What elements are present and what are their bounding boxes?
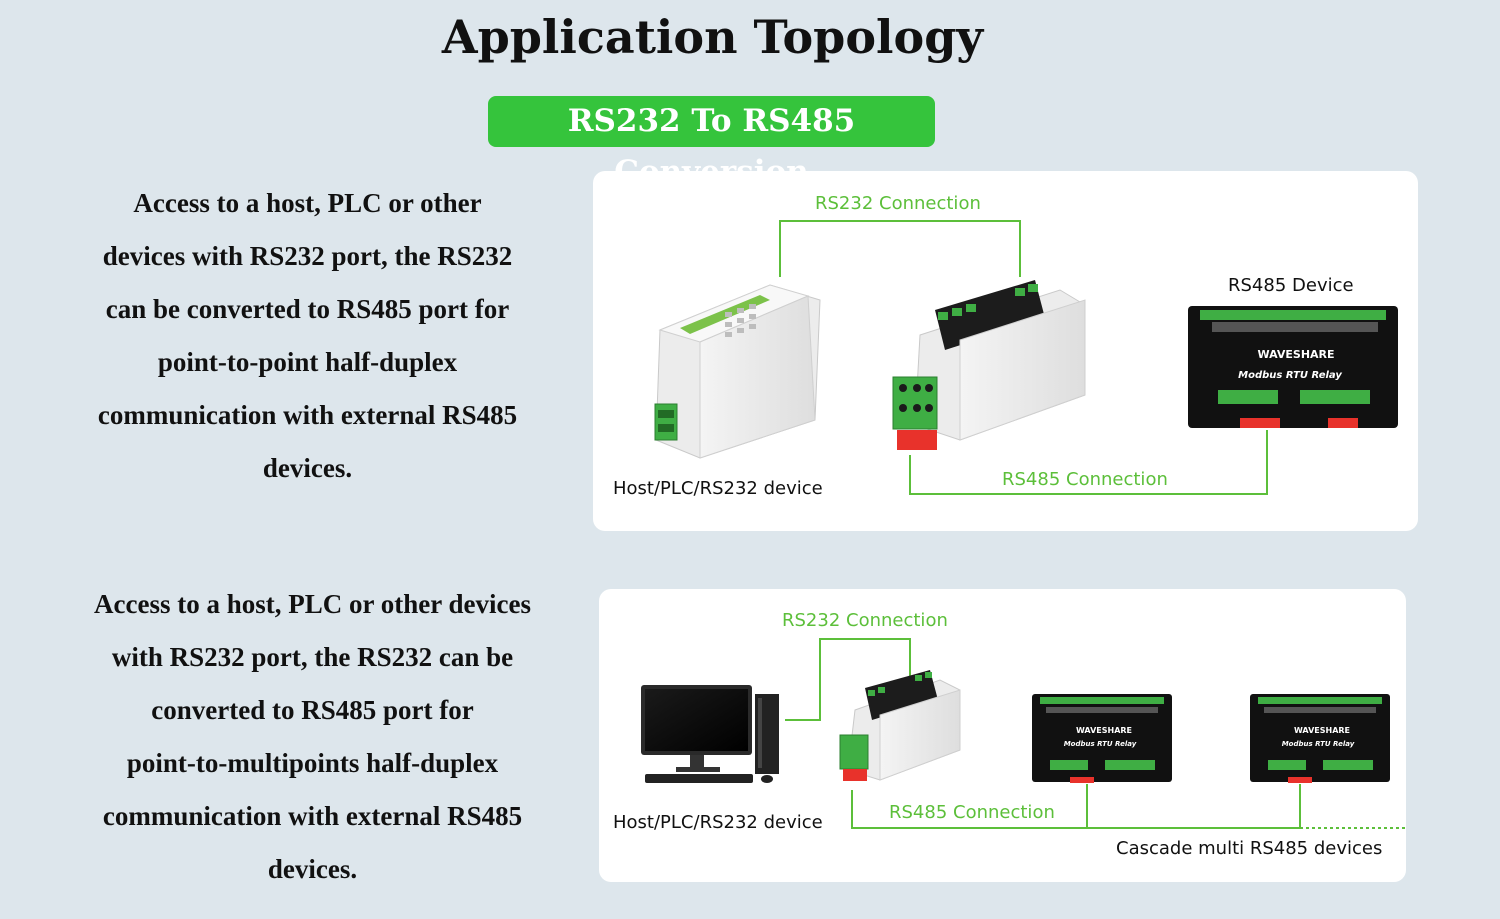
rs485-connection-label: RS485 Connection bbox=[889, 802, 1055, 823]
desc-line: point-to-multipoints half-duplex bbox=[126, 748, 499, 778]
desc-line: converted to RS485 port for bbox=[151, 695, 474, 725]
modbus-rtu-relay-device-1: WAVESHARE Modbus RTU Relay bbox=[1032, 694, 1172, 783]
rs485-device-label: RS485 Device bbox=[1228, 275, 1354, 296]
rs232-to-rs485-converter-multipoint bbox=[839, 670, 961, 781]
host-rs232-module bbox=[654, 284, 821, 459]
section1-description: Access to a host, PLC or other devices w… bbox=[20, 177, 595, 495]
desc-line: point-to-point half-duplex bbox=[157, 347, 458, 377]
rs232-to-rs485-converter bbox=[892, 280, 1086, 450]
desc-line: devices. bbox=[267, 854, 358, 884]
desc-line: communication with external RS485 bbox=[102, 801, 523, 831]
rs485-wire bbox=[909, 430, 1268, 495]
desktop-computer bbox=[641, 685, 779, 783]
relay-model-text: Modbus RTU Relay bbox=[1238, 370, 1342, 381]
desc-line: devices with RS232 port, the RS232 bbox=[102, 241, 513, 271]
relay-model-text: Modbus RTU Relay bbox=[1282, 740, 1355, 748]
relay-brand-text: WAVESHARE bbox=[1076, 726, 1132, 735]
relay-model-text: Modbus RTU Relay bbox=[1064, 740, 1137, 748]
relay-brand-text: WAVESHARE bbox=[1257, 348, 1334, 361]
section2-description: Access to a host, PLC or other devices w… bbox=[20, 578, 605, 896]
rs232-connection-label: RS232 Connection bbox=[815, 193, 981, 214]
cascade-devices-label: Cascade multi RS485 devices bbox=[1116, 838, 1383, 859]
modbus-rtu-relay-device-2: WAVESHARE Modbus RTU Relay bbox=[1250, 694, 1390, 783]
host-device-label: Host/PLC/RS232 device bbox=[613, 812, 823, 833]
modbus-rtu-relay-device: WAVESHARE Modbus RTU Relay bbox=[1188, 306, 1398, 428]
desc-line: can be converted to RS485 port for bbox=[105, 294, 510, 324]
desc-line: with RS232 port, the RS232 can be bbox=[111, 642, 514, 672]
page-title: Application Topology bbox=[441, 10, 984, 64]
desc-line: devices. bbox=[262, 453, 353, 483]
rs485-connection-label: RS485 Connection bbox=[1002, 469, 1168, 490]
rs232-wire-multipoint bbox=[785, 638, 911, 721]
rs232-wire bbox=[779, 220, 1021, 277]
conversion-badge: RS232 To RS485 Conversion bbox=[488, 96, 935, 190]
desc-line: communication with external RS485 bbox=[97, 400, 518, 430]
rs232-connection-label: RS232 Connection bbox=[782, 610, 948, 631]
host-device-label: Host/PLC/RS232 device bbox=[613, 478, 823, 499]
desc-line: Access to a host, PLC or other bbox=[133, 188, 482, 218]
relay-brand-text: WAVESHARE bbox=[1294, 726, 1350, 735]
desc-line: Access to a host, PLC or other devices bbox=[94, 589, 531, 619]
